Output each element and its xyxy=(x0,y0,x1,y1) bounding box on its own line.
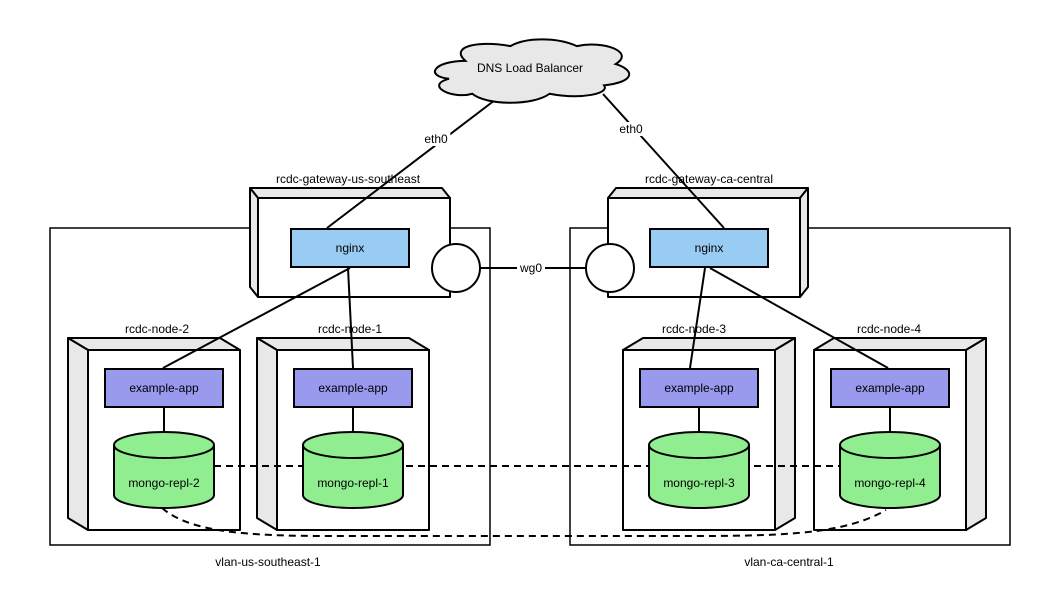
example-app-label: example-app xyxy=(855,381,925,395)
link-nginx-to-app-node3 xyxy=(689,267,706,369)
vlan-label-ca-central: vlan-ca-central-1 xyxy=(744,555,834,569)
example-app-box-node-4: example-app xyxy=(830,368,950,408)
link-nginx-to-app-node2 xyxy=(162,267,351,369)
link-nginx-to-app-node4 xyxy=(709,267,889,369)
nginx-box-us-southeast: nginx xyxy=(290,228,410,268)
gateway-label-ca-central: rcdc-gateway-ca-central xyxy=(644,172,774,186)
wg0-interface-left xyxy=(431,243,481,293)
eth0-label-right: eth0 xyxy=(616,122,646,136)
mongo-cylinder-repl-4 xyxy=(839,431,941,509)
example-app-label: example-app xyxy=(664,381,734,395)
nginx-box-ca-central: nginx xyxy=(649,228,769,268)
link-cloud-to-nginx-left xyxy=(326,99,496,229)
mongo-replica-link-bottom xyxy=(161,507,887,537)
node-label-rcdc-node-1: rcdc-node-1 xyxy=(317,322,383,336)
example-app-box-node-2: example-app xyxy=(104,368,224,408)
wg0-label: wg0 xyxy=(516,261,546,275)
cloud-label: DNS Load Balancer xyxy=(476,61,584,75)
mongo-cylinder-repl-1 xyxy=(302,431,404,509)
vlan-label-us-southeast: vlan-us-southeast-1 xyxy=(215,555,321,569)
mongo-label-repl-3: mongo-repl-3 xyxy=(663,476,735,490)
mongo-label-repl-4: mongo-repl-4 xyxy=(854,476,926,490)
example-app-box-node-1: example-app xyxy=(293,368,413,408)
nginx-label: nginx xyxy=(335,241,365,255)
wg0-interface-right xyxy=(585,243,635,293)
nginx-label: nginx xyxy=(694,241,724,255)
node-label-rcdc-node-2: rcdc-node-2 xyxy=(124,322,190,336)
example-app-label: example-app xyxy=(129,381,199,395)
cloud-shape xyxy=(435,39,629,102)
mongo-label-repl-2: mongo-repl-2 xyxy=(128,476,200,490)
gateway-label-us-southeast: rcdc-gateway-us-southeast xyxy=(275,172,421,186)
mongo-cylinder-repl-2 xyxy=(113,431,215,509)
node-label-rcdc-node-3: rcdc-node-3 xyxy=(661,322,727,336)
eth0-label-left: eth0 xyxy=(421,132,451,146)
mongo-label-repl-1: mongo-repl-1 xyxy=(317,476,389,490)
link-nginx-to-app-node1 xyxy=(347,267,354,369)
node-label-rcdc-node-4: rcdc-node-4 xyxy=(856,322,922,336)
example-app-box-node-3: example-app xyxy=(639,368,759,408)
link-cloud-to-nginx-right xyxy=(602,93,725,229)
mongo-cylinder-repl-3 xyxy=(648,431,750,509)
example-app-label: example-app xyxy=(318,381,388,395)
